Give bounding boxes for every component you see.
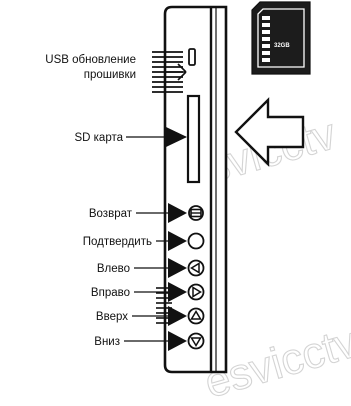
circle-icon xyxy=(187,232,205,250)
usb-grille xyxy=(152,51,183,93)
stop-icon xyxy=(190,208,202,218)
sd-card-slot xyxy=(186,94,201,184)
right-button xyxy=(187,283,205,301)
device-body xyxy=(163,5,228,374)
label-back: Возврат xyxy=(89,208,133,220)
label-confirm: Подтвердить xyxy=(83,236,152,248)
down-button xyxy=(187,332,205,350)
confirm-button xyxy=(187,232,205,250)
label-right: Вправо xyxy=(91,287,130,299)
left-triangle-icon xyxy=(190,262,200,274)
button-pointers xyxy=(124,203,187,351)
label-usb-line2: прошивки xyxy=(84,69,136,81)
sd-card-contacts xyxy=(262,16,270,62)
usb-pointer-marker xyxy=(166,63,187,81)
arrow-left-icon xyxy=(234,97,305,167)
label-up: Вверх xyxy=(96,311,128,323)
left-button xyxy=(187,259,205,277)
label-sd: SD карта xyxy=(74,132,123,144)
up-triangle-icon xyxy=(190,310,202,320)
sd-card: 32GB xyxy=(251,1,311,75)
label-left: Влево xyxy=(97,263,130,275)
label-down: Вниз xyxy=(94,336,120,348)
back-button xyxy=(188,205,204,221)
right-triangle-icon xyxy=(192,286,202,298)
label-usb-line1: USB обновление xyxy=(45,54,136,66)
sd-pointer-arrowhead xyxy=(166,127,187,147)
usb-port xyxy=(188,48,196,66)
sd-card-capacity: 32GB xyxy=(274,43,290,49)
down-triangle-icon xyxy=(190,337,202,347)
up-button xyxy=(187,307,205,325)
